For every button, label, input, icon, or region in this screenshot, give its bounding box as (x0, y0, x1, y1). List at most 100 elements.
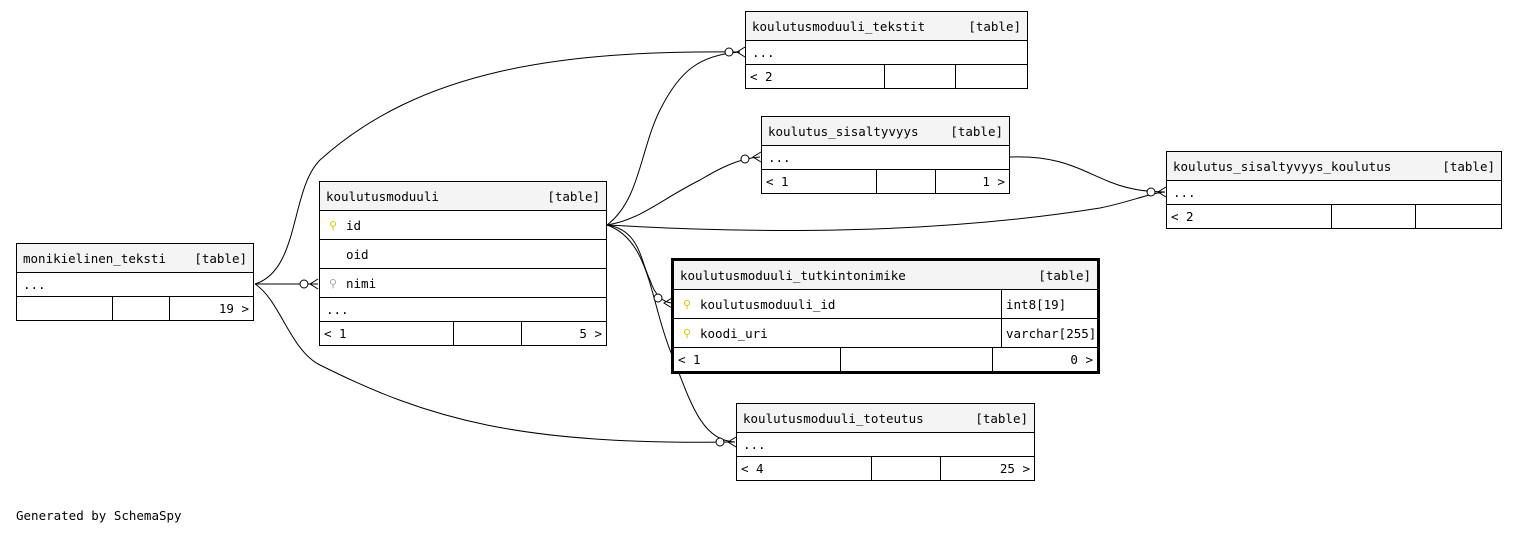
children-count[interactable]: < 1 (674, 348, 841, 371)
row-count (872, 457, 941, 480)
children-count[interactable]: < 1 (762, 170, 877, 193)
table-footer: < 2 (746, 65, 1027, 88)
more-columns: ... (737, 433, 1034, 457)
column-row[interactable]: ⚲ koodi_uri varchar[255] (674, 319, 1097, 348)
relation-line (254, 51, 741, 285)
relation-line (606, 191, 1166, 231)
foreign-key-icon: ⚲ (328, 276, 338, 290)
crowfoot-marker (1157, 186, 1167, 198)
table-koulutusmoduuli-tutkintonimike[interactable]: koulutusmoduuli_tutkintonimike [table] ⚲… (671, 258, 1100, 374)
column-row[interactable]: ⚲ oid (320, 240, 606, 269)
table-footer: 19 > (17, 297, 253, 320)
table-footer: < 1 0 > (674, 348, 1097, 371)
relation-end-marker (653, 293, 663, 303)
column-type: int8[19] (1001, 290, 1097, 318)
table-kind: [table] (975, 410, 1028, 426)
table-header: koulutusmoduuli_toteutus [table] (737, 404, 1034, 433)
relation-end-marker (740, 154, 750, 164)
table-koulutusmoduuli-tekstit[interactable]: koulutusmoduuli_tekstit [table] ... < 2 (745, 11, 1028, 89)
table-monikielinen-teksti[interactable]: monikielinen_teksti [table] ... 19 > (16, 243, 254, 321)
table-name: koulutusmoduuli (326, 188, 439, 204)
row-count (113, 297, 170, 320)
more-columns: ... (320, 298, 606, 322)
table-name: monikielinen_teksti (23, 250, 166, 266)
parents-count[interactable]: 5 > (579, 326, 602, 341)
parents-count[interactable]: 1 > (982, 174, 1005, 189)
row-count (877, 170, 936, 193)
table-name: koulutusmoduuli_tutkintonimike (680, 267, 906, 283)
column-name: nimi (346, 275, 377, 291)
parents-count[interactable]: 19 > (218, 301, 249, 316)
table-header: koulutusmoduuli_tekstit [table] (746, 12, 1027, 41)
column-name: id (346, 217, 362, 233)
row-count (885, 65, 956, 88)
crowfoot-marker (736, 46, 746, 58)
relation-end-marker (1146, 187, 1156, 197)
parents-count[interactable] (956, 65, 1027, 88)
more-columns: ... (762, 146, 1009, 170)
table-kind: [table] (968, 18, 1021, 34)
row-count (1332, 205, 1416, 228)
table-header: koulutusmoduuli_tutkintonimike [table] (674, 261, 1097, 290)
table-kind: [table] (194, 250, 247, 266)
crowfoot-marker (727, 436, 737, 448)
children-count[interactable]: < 4 (737, 457, 872, 480)
crowfoot-marker (309, 278, 319, 290)
table-name: koulutusmoduuli_tekstit (752, 18, 926, 34)
table-kind: [table] (950, 123, 1003, 139)
relation-line (254, 283, 736, 443)
column-name: oid (346, 246, 369, 262)
generated-by-credit: Generated by SchemaSpy (16, 508, 182, 523)
table-footer: < 1 5 > (320, 322, 606, 345)
table-footer: < 4 25 > (737, 457, 1034, 480)
table-koulutusmoduuli[interactable]: koulutusmoduuli [table] ⚲ id ⚲ oid ⚲ nim… (319, 181, 607, 346)
table-name: koulutus_sisaltyvyys (768, 123, 919, 139)
table-kind: [table] (1442, 158, 1495, 174)
more-columns: ... (1167, 181, 1501, 205)
parents-count[interactable]: 25 > (999, 461, 1030, 476)
primary-key-icon: ⚲ (682, 326, 692, 340)
more-columns: ... (746, 41, 1027, 65)
table-kind: [table] (547, 188, 600, 204)
more-columns: ... (17, 273, 253, 297)
column-name: koulutusmoduuli_id (700, 296, 836, 312)
relation-end-marker (724, 47, 734, 57)
relation-line (606, 224, 736, 443)
relation-end-marker (715, 437, 725, 447)
children-count[interactable]: < 2 (1167, 205, 1332, 228)
children-count[interactable]: < 2 (746, 65, 885, 88)
relation-line (606, 51, 741, 226)
table-header: monikielinen_teksti [table] (17, 244, 253, 273)
column-type: varchar[255] (1001, 319, 1097, 347)
column-row[interactable]: ⚲ id (320, 211, 606, 240)
table-footer: < 2 (1167, 205, 1501, 228)
column-row[interactable]: ⚲ koulutusmoduuli_id int8[19] (674, 290, 1097, 319)
children-count[interactable]: < 1 (320, 322, 454, 345)
column-row[interactable]: ⚲ nimi (320, 269, 606, 298)
table-name: koulutus_sisaltyvyys_koulutus (1173, 158, 1392, 174)
parents-count[interactable]: 0 > (1070, 352, 1093, 367)
relation-line (1009, 156, 1166, 193)
row-count (841, 348, 993, 371)
table-header: koulutus_sisaltyvyys_koulutus [table] (1167, 152, 1501, 181)
parents-count[interactable] (1416, 205, 1501, 228)
children-count[interactable] (17, 297, 113, 320)
table-kind: [table] (1038, 267, 1091, 283)
primary-key-icon: ⚲ (328, 218, 338, 232)
primary-key-icon: ⚲ (682, 297, 692, 311)
column-name: koodi_uri (700, 325, 768, 341)
relation-end-marker (299, 279, 309, 289)
relation-line (606, 224, 673, 304)
table-koulutusmoduuli-toteutus[interactable]: koulutusmoduuli_toteutus [table] ... < 4… (736, 403, 1035, 481)
row-count (454, 322, 522, 345)
crowfoot-marker (752, 151, 762, 163)
table-footer: < 1 1 > (762, 170, 1009, 193)
table-koulutus-sisaltyvyys[interactable]: koulutus_sisaltyvyys [table] ... < 1 1 > (761, 116, 1010, 194)
table-name: koulutusmoduuli_toteutus (743, 410, 924, 426)
table-header: koulutus_sisaltyvyys [table] (762, 117, 1009, 146)
table-header: koulutusmoduuli [table] (320, 182, 606, 211)
crowfoot-marker (663, 297, 673, 309)
relation-line (606, 156, 761, 226)
table-koulutus-sisaltyvyys-koulutus[interactable]: koulutus_sisaltyvyys_koulutus [table] ..… (1166, 151, 1502, 229)
